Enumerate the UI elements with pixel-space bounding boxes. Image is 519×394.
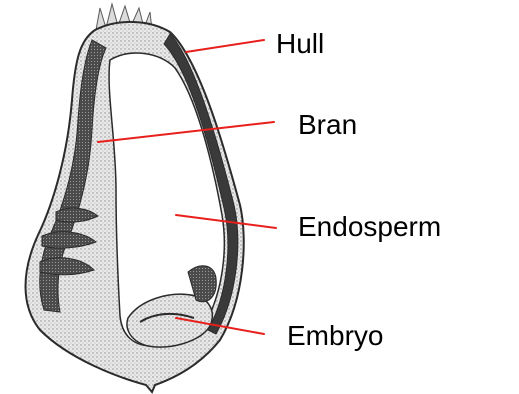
embryo-label: Embryo: [287, 322, 383, 350]
hull-label: Hull: [276, 30, 324, 58]
hull-leader-line: [186, 40, 264, 52]
endosperm-label: Endosperm: [298, 213, 441, 241]
grain-illustration: [26, 4, 244, 392]
bran-label: Bran: [298, 111, 357, 139]
